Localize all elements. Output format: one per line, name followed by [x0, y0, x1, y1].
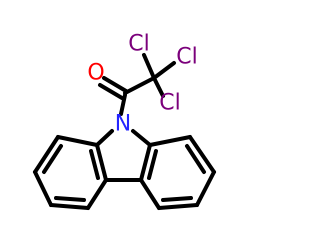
- bond-c-cl-bottom: [152, 76, 165, 98]
- left-ring-bond-5: [86, 178, 108, 210]
- oxygen-label: O: [87, 61, 104, 86]
- right-ring-bond-3: [195, 170, 216, 207]
- bond-carbonyl-o-1: [102, 76, 128, 93]
- bond-n-carbonyl: [119, 93, 127, 116]
- right-ring-bond-2: [188, 135, 216, 174]
- structure-canvas: O N Cl Cl Cl: [33, 31, 216, 210]
- acyl-bonds: [98, 53, 176, 116]
- bond-c-cl-top-left: [142, 53, 156, 80]
- nitrogen-label: N: [115, 112, 131, 137]
- left-ring-double-1: [42, 144, 63, 174]
- right-ring-double-2: [161, 196, 193, 202]
- left-ring-bond-2: [33, 135, 60, 174]
- bond-carbonyl-ccl3: [123, 76, 156, 95]
- left-ring-bond-4: [49, 203, 90, 210]
- bond-n-left: [95, 129, 114, 147]
- left-ring-bond-3: [33, 170, 53, 207]
- bond-c-cl-top-right: [152, 61, 176, 80]
- bond-fusion-left: [95, 143, 108, 182]
- right-benzene-ring: [139, 135, 216, 210]
- right-ring-bond-1: [148, 135, 192, 147]
- pyrrole-ring-bonds: [95, 129, 152, 182]
- left-ring-bond-1: [56, 135, 99, 147]
- molecule-diagram: O N Cl Cl Cl: [33, 32, 216, 210]
- bond-n-right: [131, 129, 152, 147]
- right-ring-bond-5: [139, 178, 161, 210]
- right-ring-double-3: [147, 149, 158, 180]
- right-ring-double-1: [185, 144, 206, 174]
- left-ring-double-3: [89, 149, 100, 180]
- left-ring-double-2: [54, 196, 86, 202]
- right-ring-bond-4: [157, 203, 199, 210]
- chlorine-top-right-label: Cl: [176, 45, 197, 70]
- bond-fusion-right: [139, 143, 152, 182]
- chlorine-top-left-label: Cl: [128, 32, 149, 57]
- chlorine-bottom-label: Cl: [159, 91, 180, 116]
- left-benzene-ring: [33, 135, 108, 210]
- bond-carbonyl-o-2: [98, 83, 124, 100]
